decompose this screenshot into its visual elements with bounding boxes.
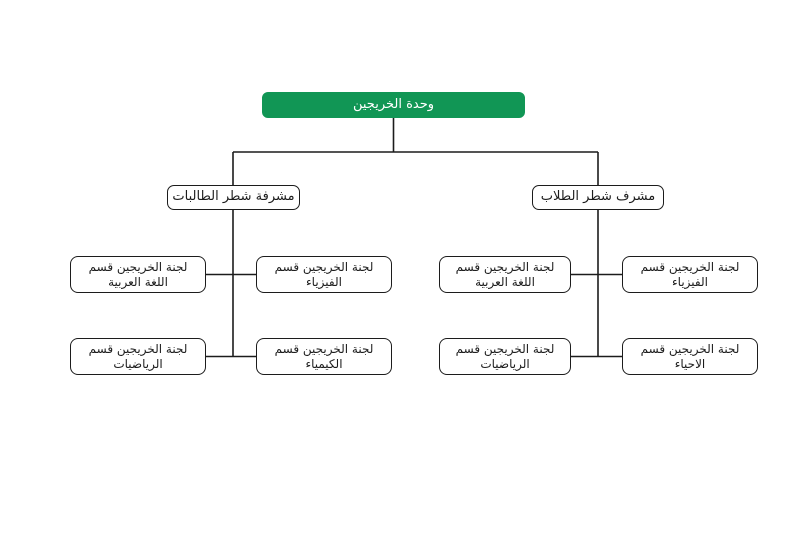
committee-node-male-arabic: لجنة الخريجين قسم اللغة العربية bbox=[439, 256, 571, 293]
committee-label-line1: لجنة الخريجين قسم bbox=[455, 259, 555, 274]
committee-label-line2: الاحياء bbox=[674, 356, 706, 371]
committee-node-female-physics: لجنة الخريجين قسم الفيزياء bbox=[256, 256, 392, 293]
committee-label-line2: الفيزياء bbox=[306, 274, 342, 289]
root-node-label: وحدة الخريجين bbox=[352, 96, 435, 112]
committee-label-line2: الكيمياء bbox=[305, 356, 343, 371]
committee-node-male-math: لجنة الخريجين قسم الرياضيات bbox=[439, 338, 571, 375]
committee-label-line2: الرياضيات bbox=[480, 356, 530, 371]
committee-label-line1: لجنة الخريجين قسم bbox=[88, 341, 188, 356]
branch-node-label: مشرف شطر الطلاب bbox=[540, 189, 656, 205]
committee-label-line1: لجنة الخريجين قسم bbox=[640, 341, 740, 356]
committee-label-line2: اللغة العربية bbox=[108, 274, 168, 289]
committee-label-line1: لجنة الخريجين قسم bbox=[640, 259, 740, 274]
committee-node-female-chemistry: لجنة الخريجين قسم الكيمياء bbox=[256, 338, 392, 375]
female-section-supervisor-node: مشرفة شطر الطالبات bbox=[167, 185, 300, 210]
committee-label-line1: لجنة الخريجين قسم bbox=[274, 341, 374, 356]
committee-label-line1: لجنة الخريجين قسم bbox=[88, 259, 188, 274]
committee-label-line2: اللغة العربية bbox=[475, 274, 535, 289]
committee-label-line1: لجنة الخريجين قسم bbox=[455, 341, 555, 356]
committee-node-female-math: لجنة الخريجين قسم الرياضيات bbox=[70, 338, 206, 375]
committee-node-male-biology: لجنة الخريجين قسم الاحياء bbox=[622, 338, 758, 375]
committee-label-line2: الرياضيات bbox=[113, 356, 163, 371]
branch-node-label: مشرفة شطر الطالبات bbox=[172, 189, 295, 205]
graduates-unit-root-node: وحدة الخريجين bbox=[262, 92, 525, 118]
committee-node-female-arabic: لجنة الخريجين قسم اللغة العربية bbox=[70, 256, 206, 293]
committee-label-line1: لجنة الخريجين قسم bbox=[274, 259, 374, 274]
male-section-supervisor-node: مشرف شطر الطلاب bbox=[532, 185, 664, 210]
committee-node-male-physics: لجنة الخريجين قسم الفيزياء bbox=[622, 256, 758, 293]
committee-label-line2: الفيزياء bbox=[672, 274, 708, 289]
